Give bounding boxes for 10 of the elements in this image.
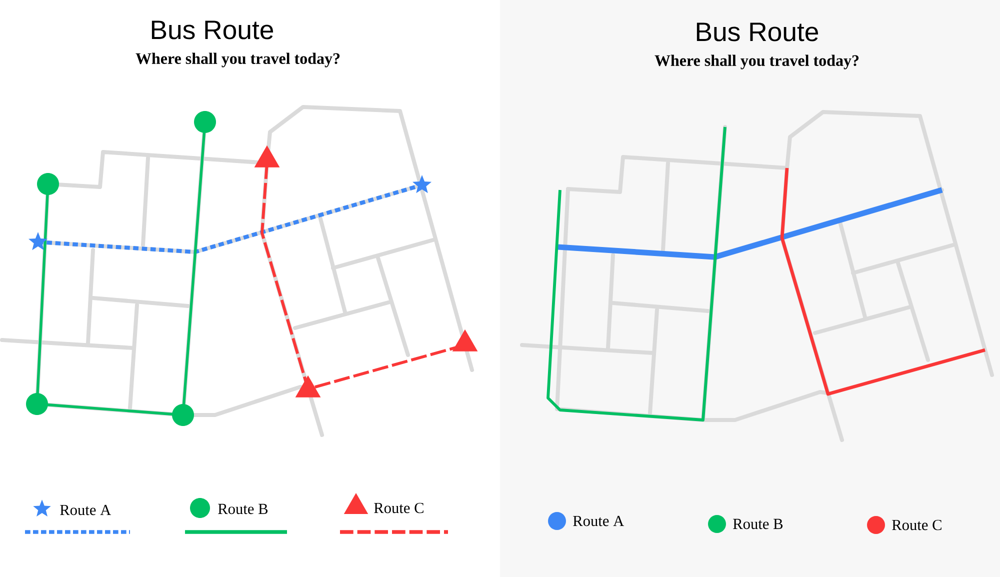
subtitle: Where shall you travel today?	[654, 54, 859, 70]
title: Bus Route	[152, 20, 274, 40]
title: Bus Route	[696, 22, 818, 42]
legend-label: Route B	[218, 504, 268, 514]
subtitle: Where shall you travel today?	[136, 52, 340, 68]
legend-label: Route A	[573, 516, 624, 526]
legend-label: Route B	[733, 518, 783, 530]
legend-label: Route A	[60, 504, 112, 516]
legend-label: Route C	[892, 520, 942, 530]
legend-label: Route C	[374, 502, 424, 514]
